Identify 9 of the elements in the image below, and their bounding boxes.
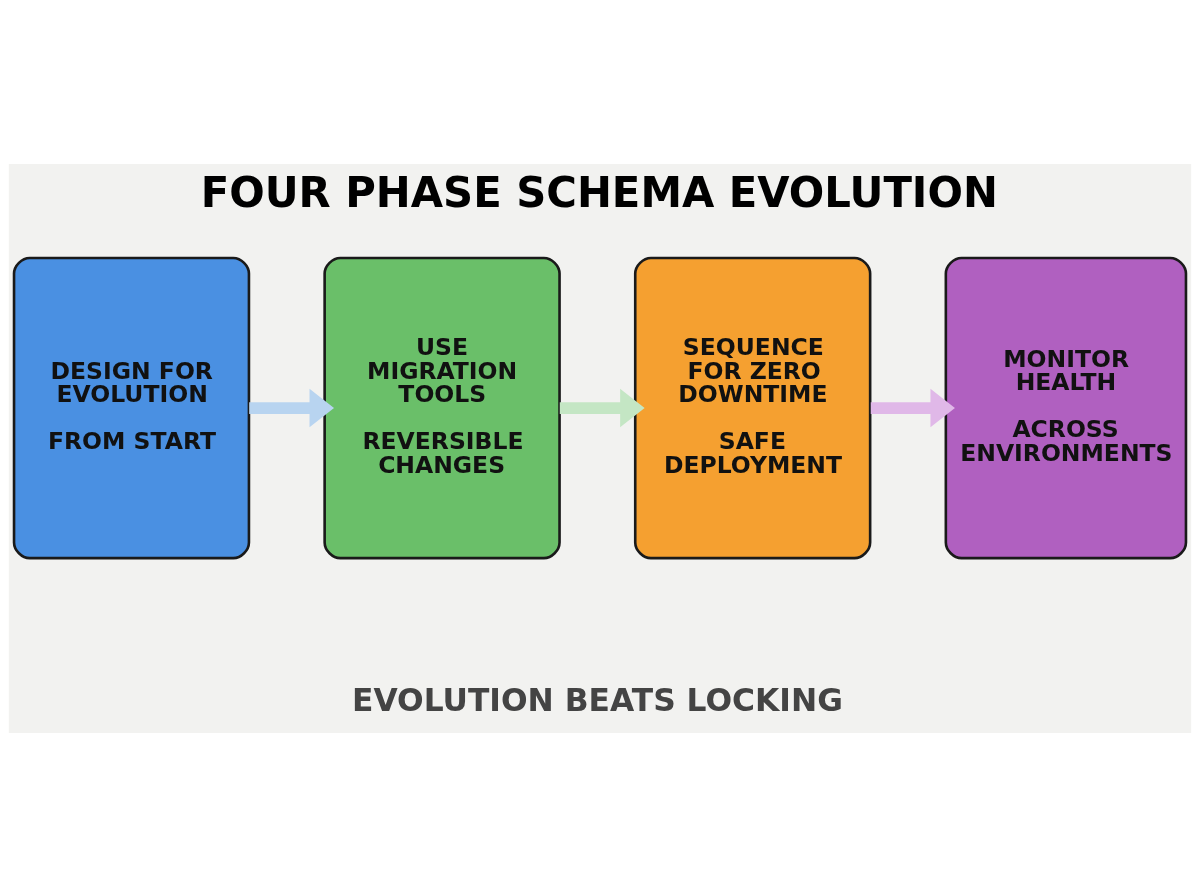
arrow [249,388,335,427]
arrow [870,388,955,427]
diagram-title: FOUR PHASE SCHEMA EVOLUTION [200,167,998,217]
caption: EVOLUTION BEATS LOCKING [352,681,843,718]
node-box: DESIGN FOR EVOLUTION FROM START [12,256,251,559]
node-box: SEQUENCE FOR ZERO DOWNTIME SAFE DEPLOYMENT [633,256,872,559]
node-box: MONITOR HEALTH ACROSS ENVIRONMENTS [944,256,1188,559]
node-box: USE MIGRATION TOOLS REVERSIBLE CHANGES [323,256,561,559]
arrow [559,388,645,427]
